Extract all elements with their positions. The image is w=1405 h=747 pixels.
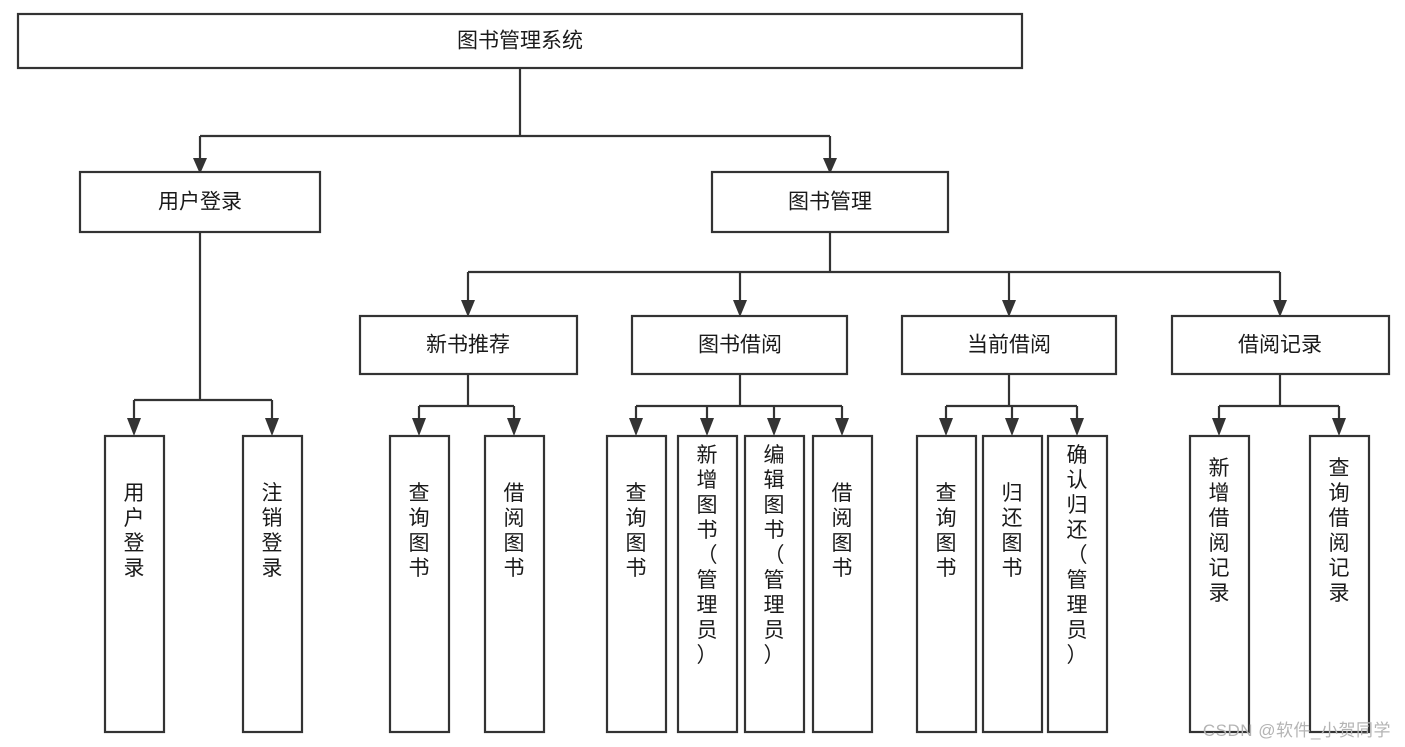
arrow-head-leaf-add-record	[1212, 418, 1226, 436]
node-leaf-user-logout-box[interactable]	[241, 434, 304, 734]
node-root[interactable]: 图书管理系统	[16, 12, 1024, 70]
node-book-manage-label: 图书管理	[788, 191, 872, 214]
node-leaf-query-book-1-box[interactable]	[388, 434, 451, 734]
node-leaf-borrow-book-1[interactable]: 借阅图书	[483, 434, 546, 734]
node-current-borrow-box[interactable]	[900, 314, 1118, 376]
node-borrow-record-label: 借阅记录	[1238, 334, 1322, 357]
node-leaf-user-login-box[interactable]	[103, 434, 166, 734]
arrow-head-leaf-return-book	[1005, 418, 1019, 436]
node-leaf-query-record[interactable]: 查询借阅记录	[1308, 434, 1371, 734]
connector-userlogin-to-leaves	[132, 232, 274, 420]
node-leaf-user-login[interactable]: 用户登录	[103, 434, 166, 734]
arrow-head-leaf-query-book-3	[939, 418, 953, 436]
node-new-book-rec-box[interactable]	[358, 314, 579, 376]
node-user-login[interactable]: 用户登录	[78, 170, 322, 234]
connector-layer	[127, 68, 1346, 436]
arrow-head-book-borrow	[733, 300, 747, 317]
arrow-head-leaf-borrow-book-1	[507, 418, 521, 436]
node-leaf-query-book-1-label: 查询图书	[409, 482, 430, 580]
node-current-borrow[interactable]: 当前借阅	[900, 314, 1118, 376]
arrow-head-leaf-add-book	[700, 418, 714, 436]
node-leaf-query-book-2-label: 查询图书	[626, 482, 647, 580]
node-leaf-query-record-box[interactable]	[1308, 434, 1371, 734]
connector-bookborrow-to-leaves	[634, 374, 844, 420]
arrow-head-leaf-user-login	[127, 418, 141, 436]
node-current-borrow-label: 当前借阅	[967, 334, 1051, 357]
node-leaf-query-book-2[interactable]: 查询图书	[605, 434, 668, 734]
node-leaf-borrow-book-2-label: 借阅图书	[832, 482, 853, 580]
node-leaf-return-book-box[interactable]	[981, 434, 1044, 734]
node-leaf-borrow-book-2-box[interactable]	[811, 434, 874, 734]
node-leaf-confirm-return[interactable]: 确认归还（管理员）	[1046, 434, 1109, 734]
node-leaf-edit-book-label: 编辑图书（管理员）	[764, 444, 785, 667]
arrow-head-borrow-record	[1273, 300, 1287, 317]
arrow-head-leaf-borrow-book-2	[835, 418, 849, 436]
node-leaf-query-book-2-box[interactable]	[605, 434, 668, 734]
node-leaf-confirm-return-box[interactable]	[1046, 434, 1109, 734]
node-leaf-borrow-book-2[interactable]: 借阅图书	[811, 434, 874, 734]
node-book-borrow-label: 图书借阅	[698, 334, 782, 357]
node-leaf-add-record-box[interactable]	[1188, 434, 1251, 734]
node-leaf-add-book-label: 新增图书（管理员）	[697, 444, 718, 667]
node-leaf-borrow-book-1-label: 借阅图书	[504, 482, 525, 580]
leaf-nodes-layer: 用户登录 注销登录 查询图书 借阅图书 查询图书 新增图书（管理员）	[103, 434, 1371, 734]
arrow-head-user-login	[193, 158, 207, 174]
connector-newbook-to-leaves	[417, 374, 516, 420]
connector-borrowrecord-to-leaves	[1217, 374, 1341, 420]
node-new-book-rec-label: 新书推荐	[426, 334, 510, 357]
connector-bookmanage-to-bus	[466, 232, 1282, 300]
node-leaf-borrow-book-1-box[interactable]	[483, 434, 546, 734]
node-book-manage[interactable]: 图书管理	[710, 170, 950, 234]
node-leaf-confirm-return-label: 确认归还（管理员）	[1067, 444, 1088, 667]
node-leaf-edit-book[interactable]: 编辑图书（管理员）	[743, 434, 806, 734]
node-leaf-return-book[interactable]: 归还图书	[981, 434, 1044, 734]
node-leaf-add-book[interactable]: 新增图书（管理员）	[676, 434, 739, 734]
arrow-head-leaf-query-record	[1332, 418, 1346, 436]
arrow-head-leaf-confirm-return	[1070, 418, 1084, 436]
connector-currentborrow-to-leaves	[944, 374, 1079, 420]
node-leaf-query-record-label: 查询借阅记录	[1329, 457, 1350, 605]
node-user-login-box[interactable]	[78, 170, 322, 234]
node-borrow-record-box[interactable]	[1170, 314, 1391, 376]
node-book-borrow-box[interactable]	[630, 314, 849, 376]
node-leaf-user-logout-label: 注销登录	[262, 482, 283, 580]
node-leaf-user-logout[interactable]: 注销登录	[241, 434, 304, 734]
node-root-label: 图书管理系统	[457, 30, 583, 53]
node-leaf-user-login-label: 用户登录	[124, 482, 145, 580]
node-book-manage-box[interactable]	[710, 170, 950, 234]
node-user-login-label: 用户登录	[158, 191, 242, 214]
arrow-head-leaf-query-book-1	[412, 418, 426, 436]
node-leaf-edit-book-box[interactable]	[743, 434, 806, 734]
node-leaf-query-book-3-box[interactable]	[915, 434, 978, 734]
arrow-head-current-borrow	[1002, 300, 1016, 317]
node-leaf-query-book-3[interactable]: 查询图书	[915, 434, 978, 734]
node-leaf-add-record-label: 新增借阅记录	[1209, 457, 1230, 605]
node-leaf-add-record[interactable]: 新增借阅记录	[1188, 434, 1251, 734]
node-borrow-record[interactable]: 借阅记录	[1170, 314, 1391, 376]
node-leaf-query-book-3-label: 查询图书	[936, 482, 957, 580]
node-new-book-rec[interactable]: 新书推荐	[358, 314, 579, 376]
arrow-head-leaf-user-logout	[265, 418, 279, 436]
arrow-head-leaf-query-book-2	[629, 418, 643, 436]
node-leaf-return-book-label: 归还图书	[1002, 482, 1023, 580]
connector-root-to-bus	[198, 68, 832, 158]
arrow-head-book-manage	[823, 158, 837, 174]
arrow-head-leaf-edit-book	[767, 418, 781, 436]
arrow-head-new-book-rec	[461, 300, 475, 317]
node-root-box[interactable]	[16, 12, 1024, 70]
node-book-borrow[interactable]: 图书借阅	[630, 314, 849, 376]
node-leaf-add-book-box[interactable]	[676, 434, 739, 734]
node-leaf-query-book-1[interactable]: 查询图书	[388, 434, 451, 734]
